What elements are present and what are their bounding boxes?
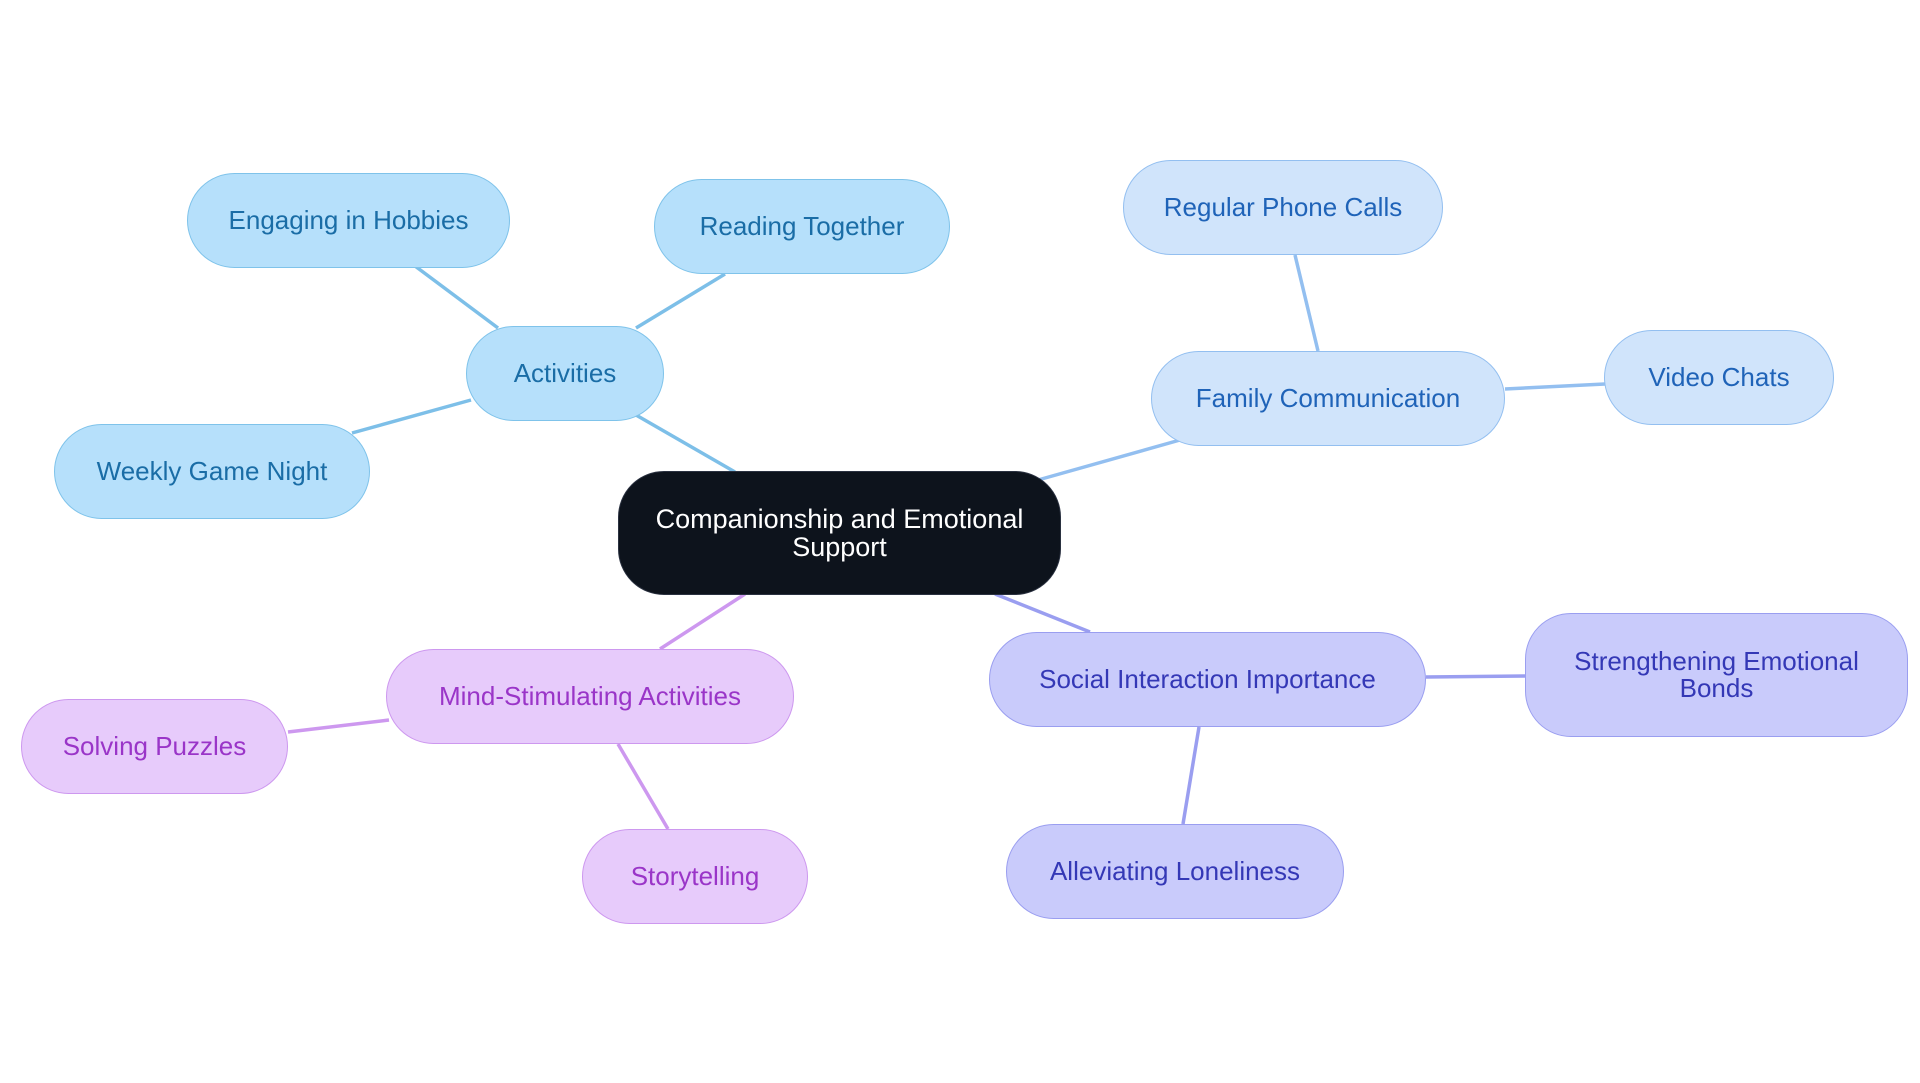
leaf-solving-puzzles: Solving Puzzles xyxy=(21,699,288,794)
branch-mind-stimulating-activities: Mind-Stimulating Activities xyxy=(386,649,794,744)
edge-social-loneliness xyxy=(1181,726,1201,825)
edge-mind-puzzles xyxy=(287,718,390,734)
leaf-engaging-in-hobbies: Engaging in Hobbies xyxy=(187,173,510,268)
edge-root-mind xyxy=(659,592,746,651)
branch-social-interaction-importance: Social Interaction Importance xyxy=(989,632,1426,727)
edge-social-bonds xyxy=(1425,674,1526,679)
branch-family-communication: Family Communication xyxy=(1151,351,1505,446)
branch-activities: Activities xyxy=(466,326,664,421)
edge-activities-hobbies xyxy=(413,264,500,330)
edge-mind-storytelling xyxy=(616,743,670,830)
leaf-regular-phone-calls: Regular Phone Calls xyxy=(1123,160,1443,255)
edge-root-social xyxy=(994,592,1091,634)
edge-root-activities xyxy=(635,413,736,474)
edge-root-family xyxy=(1037,438,1181,482)
leaf-alleviating-loneliness: Alleviating Loneliness xyxy=(1006,824,1344,919)
root-node: Companionship and Emotional Support xyxy=(618,471,1061,595)
leaf-reading-together: Reading Together xyxy=(654,179,950,274)
edge-family-video xyxy=(1504,382,1606,391)
edge-family-phone xyxy=(1293,254,1320,352)
leaf-strengthening-emotional-bonds: Strengthening Emotional Bonds xyxy=(1525,613,1908,737)
leaf-storytelling: Storytelling xyxy=(582,829,808,924)
leaf-video-chats: Video Chats xyxy=(1604,330,1834,425)
edge-activities-gamenight xyxy=(351,398,472,435)
edge-activities-reading xyxy=(635,272,726,330)
leaf-weekly-game-night: Weekly Game Night xyxy=(54,424,370,519)
